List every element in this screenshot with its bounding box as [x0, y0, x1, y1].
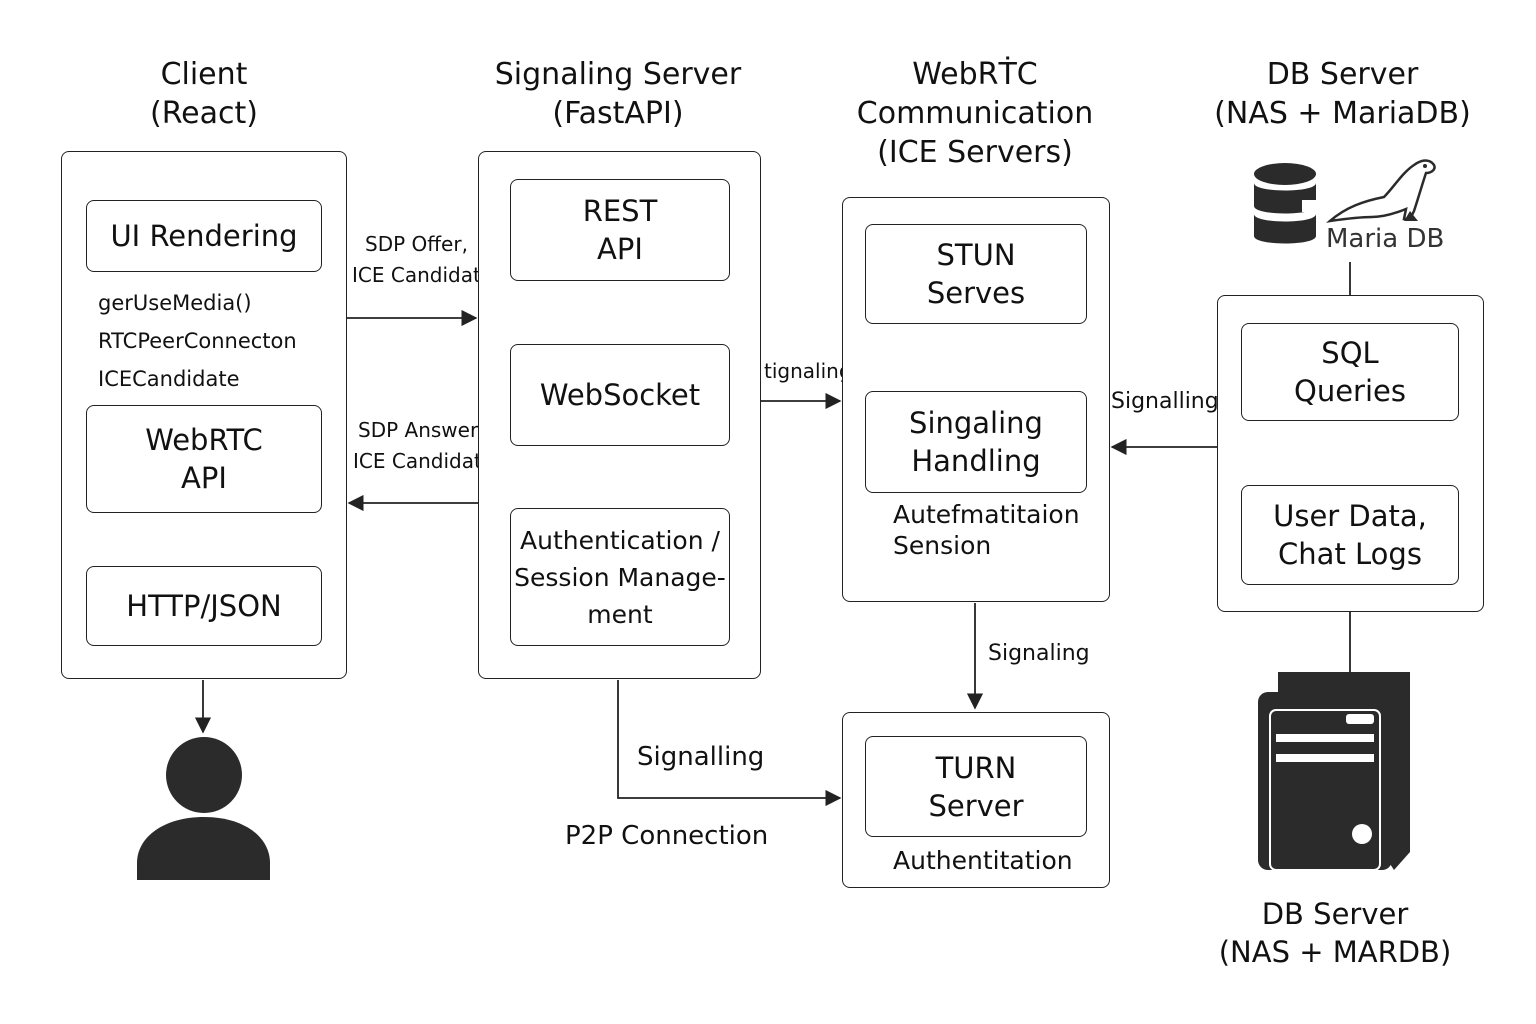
mariadb-logo-text: Maria DB	[1326, 224, 1445, 254]
ui-rendering-box: UI Rendering	[86, 200, 322, 272]
turn-authentication-label: Authentitation	[893, 846, 1073, 875]
ice-auth-session-label: Autefmatitaion Sension	[893, 500, 1080, 560]
client-method-list: gerUseMedia() RTCPeerConnecton ICECandid…	[98, 291, 297, 391]
ice-to-turn-signaling-label: Signaling	[988, 641, 1090, 666]
ws-to-turn-signaling-label: Signalling	[637, 742, 765, 772]
server-tower-icon	[1258, 672, 1410, 871]
mariadb-seal-icon	[1326, 159, 1436, 223]
webrtc-api-box: WebRTC API	[86, 405, 322, 513]
sql-queries-box: SQL Queries	[1241, 323, 1459, 421]
client-title: Client (React)	[149, 57, 258, 131]
user-icon	[137, 737, 270, 880]
database-icon	[1254, 163, 1318, 244]
db-to-ice-signaling-label: Signalling	[1111, 389, 1219, 414]
websocket-signaling-label: tignaling	[764, 359, 852, 383]
rest-api-box: REST API	[510, 179, 730, 281]
sdp-answer-label: SDP Answer, ICE Candidate	[353, 418, 495, 473]
user-data-box: User Data, Chat Logs	[1241, 485, 1459, 585]
http-json-box: HTTP/JSON	[86, 566, 322, 646]
db-server-bottom-title: DB Server (NAS + MARDB)	[1218, 897, 1452, 969]
auth-session-box: Authentication / Session Manage- ment	[510, 508, 730, 646]
p2p-connection-label: P2P Connection	[565, 821, 769, 851]
turn-server-box: TURN Server	[865, 736, 1087, 837]
signaling-handling-box: Singaling Handling	[865, 391, 1087, 493]
stun-servers-box: STUN Serves	[865, 224, 1087, 324]
sdp-offer-label: SDP Offer, ICE Candidate	[352, 232, 494, 287]
signaling-to-turn-arrow	[617, 680, 842, 807]
signaling-server-title: Signaling Server (FastAPI)	[494, 57, 742, 131]
webrtc-communication-title: WebRṪC Communication (ICE Servers)	[856, 57, 1094, 170]
websocket-box: WebSocket	[510, 344, 730, 446]
db-server-title: DB Server (NAS + MariaDB)	[1214, 57, 1471, 131]
